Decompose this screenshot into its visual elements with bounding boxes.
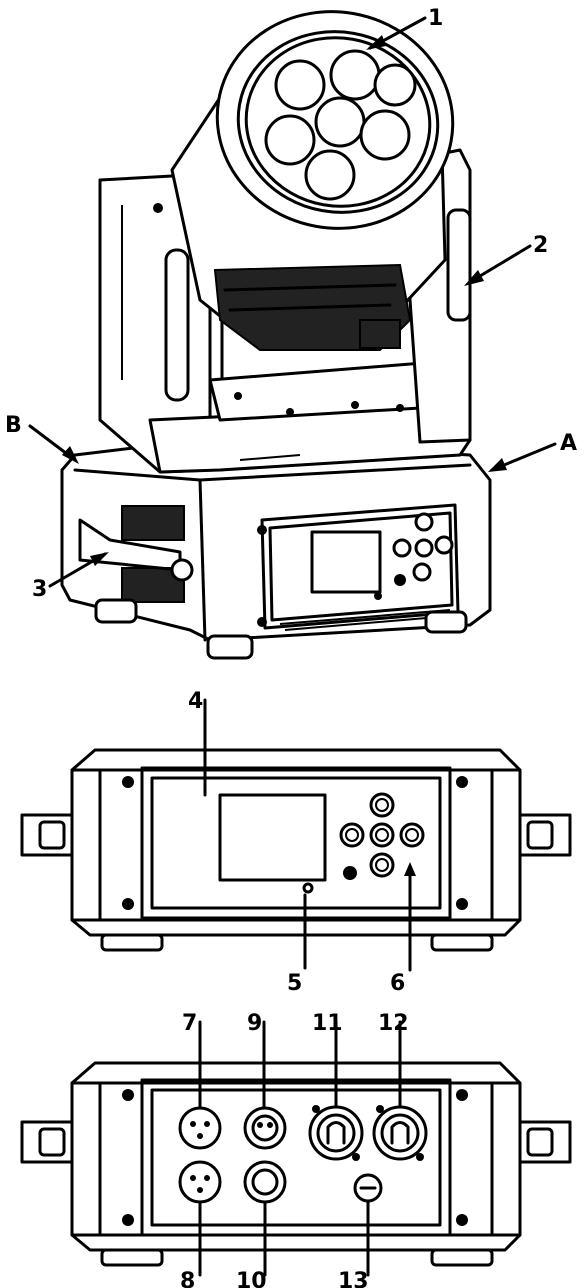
connector-power-out-12 bbox=[372, 1105, 428, 1161]
fixture-perspective-view: 1 2 B A 3 bbox=[5, 6, 577, 660]
base-unit bbox=[60, 438, 492, 660]
callout-2: 2 bbox=[464, 233, 548, 286]
label-13: 13 bbox=[338, 1269, 369, 1288]
label-2: 2 bbox=[533, 233, 548, 258]
label-12: 12 bbox=[378, 1011, 409, 1036]
label-10: 10 bbox=[236, 1269, 267, 1288]
callout-9: 9 bbox=[247, 1011, 266, 1110]
label-11: 11 bbox=[312, 1011, 343, 1036]
label-6: 6 bbox=[390, 971, 405, 996]
label-7: 7 bbox=[182, 1011, 197, 1036]
label-B: B bbox=[5, 413, 22, 438]
callout-3: 3 bbox=[32, 552, 109, 602]
callout-13: 13 bbox=[338, 1199, 370, 1288]
callout-4: 4 bbox=[188, 689, 207, 797]
label-A: A bbox=[560, 431, 577, 456]
callout-1: 1 bbox=[366, 6, 443, 50]
fuse-holder-13 bbox=[353, 1173, 383, 1203]
callout-5: 5 bbox=[287, 893, 307, 996]
callout-7: 7 bbox=[182, 1011, 202, 1110]
label-1: 1 bbox=[428, 6, 443, 31]
connector-dmx-out-9 bbox=[243, 1106, 287, 1150]
connector-panel-view: 7 9 11 12 8 10 13 bbox=[20, 1011, 572, 1288]
callout-6: 6 bbox=[390, 862, 416, 996]
label-3: 3 bbox=[32, 577, 47, 602]
callout-10: 10 bbox=[236, 1200, 267, 1288]
moving-head bbox=[170, 10, 455, 351]
callout-11: 11 bbox=[312, 1011, 343, 1109]
front-panel-view: 4 5 6 bbox=[20, 689, 572, 996]
connector-dmx-out-10 bbox=[243, 1160, 287, 1204]
callout-8: 8 bbox=[180, 1200, 202, 1288]
callout-A: A bbox=[488, 431, 577, 472]
label-9: 9 bbox=[247, 1011, 262, 1036]
yoke bbox=[98, 148, 472, 474]
connector-dmx-in-8 bbox=[178, 1160, 222, 1204]
callout-12: 12 bbox=[378, 1011, 409, 1109]
label-5: 5 bbox=[287, 971, 302, 996]
callout-B: B bbox=[5, 413, 79, 464]
connector-dmx-in-7 bbox=[178, 1106, 222, 1150]
connector-power-in-11 bbox=[308, 1105, 364, 1161]
label-8: 8 bbox=[180, 1269, 195, 1288]
label-4: 4 bbox=[188, 689, 203, 714]
control-buttons bbox=[339, 792, 425, 880]
